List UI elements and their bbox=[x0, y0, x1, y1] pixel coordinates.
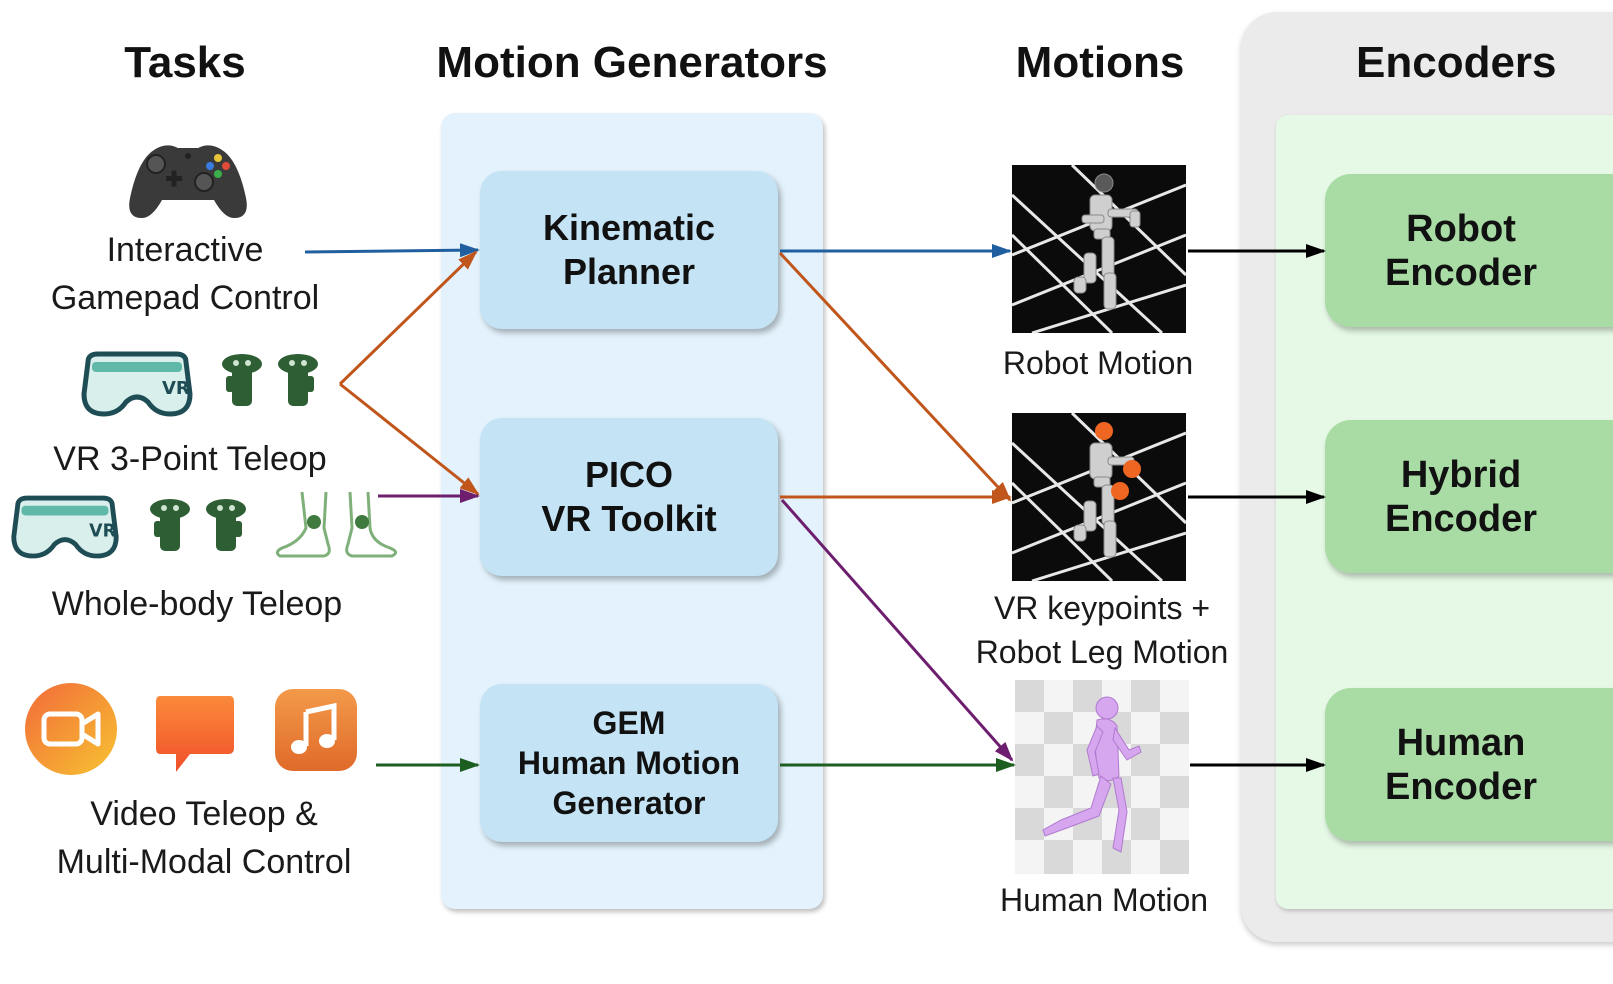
gamepad-icon bbox=[126, 136, 250, 222]
vr-keypoints-robot-leg-image bbox=[1012, 413, 1186, 581]
human-motion-image bbox=[1015, 680, 1189, 874]
heading-motion-generators: Motion Generators bbox=[436, 38, 828, 87]
heading-encoders: Encoders bbox=[1356, 38, 1557, 87]
task-label-video-multimodal: Video Teleop & Multi-Modal Control bbox=[56, 795, 352, 881]
robot-motion-image bbox=[1012, 165, 1186, 333]
motion-label-human: Human Motion bbox=[999, 882, 1209, 918]
heading-tasks: Tasks bbox=[124, 38, 246, 87]
generator-gem-human-motion: GEM Human Motion Generator bbox=[480, 684, 778, 842]
chat-bubble-icon bbox=[154, 694, 236, 774]
video-camera-icon bbox=[24, 682, 118, 776]
heading-motions: Motions bbox=[1015, 38, 1185, 87]
task-label-whole-body: Whole-body Teleop bbox=[51, 585, 343, 623]
svg-text:VR: VR bbox=[89, 522, 116, 542]
motion-label-vr-keypoints: VR keypoints + Robot Leg Motion bbox=[975, 590, 1229, 670]
encoder-robot: Robot Encoder bbox=[1325, 174, 1613, 327]
encoder-human: Human Encoder bbox=[1325, 688, 1613, 841]
music-note-icon bbox=[274, 688, 358, 772]
encoder-hybrid: Hybrid Encoder bbox=[1325, 420, 1613, 573]
vr-headset-icon: VR bbox=[78, 350, 196, 420]
vr-headset-icon: VR bbox=[8, 494, 122, 562]
foot-trackers-icon bbox=[272, 488, 410, 562]
generator-pico-vr-toolkit: PICO VR Toolkit bbox=[480, 418, 778, 576]
motion-label-robot: Robot Motion bbox=[1002, 345, 1194, 381]
task-label-vr-3point: VR 3-Point Teleop bbox=[53, 440, 327, 478]
generator-kinematic-planner: Kinematic Planner bbox=[480, 171, 778, 329]
vr-controllers-icon bbox=[220, 352, 324, 416]
svg-text:VR: VR bbox=[162, 378, 190, 399]
vr-controllers-icon bbox=[148, 497, 252, 561]
task-label-gamepad: Interactive Gamepad Control bbox=[50, 231, 320, 317]
